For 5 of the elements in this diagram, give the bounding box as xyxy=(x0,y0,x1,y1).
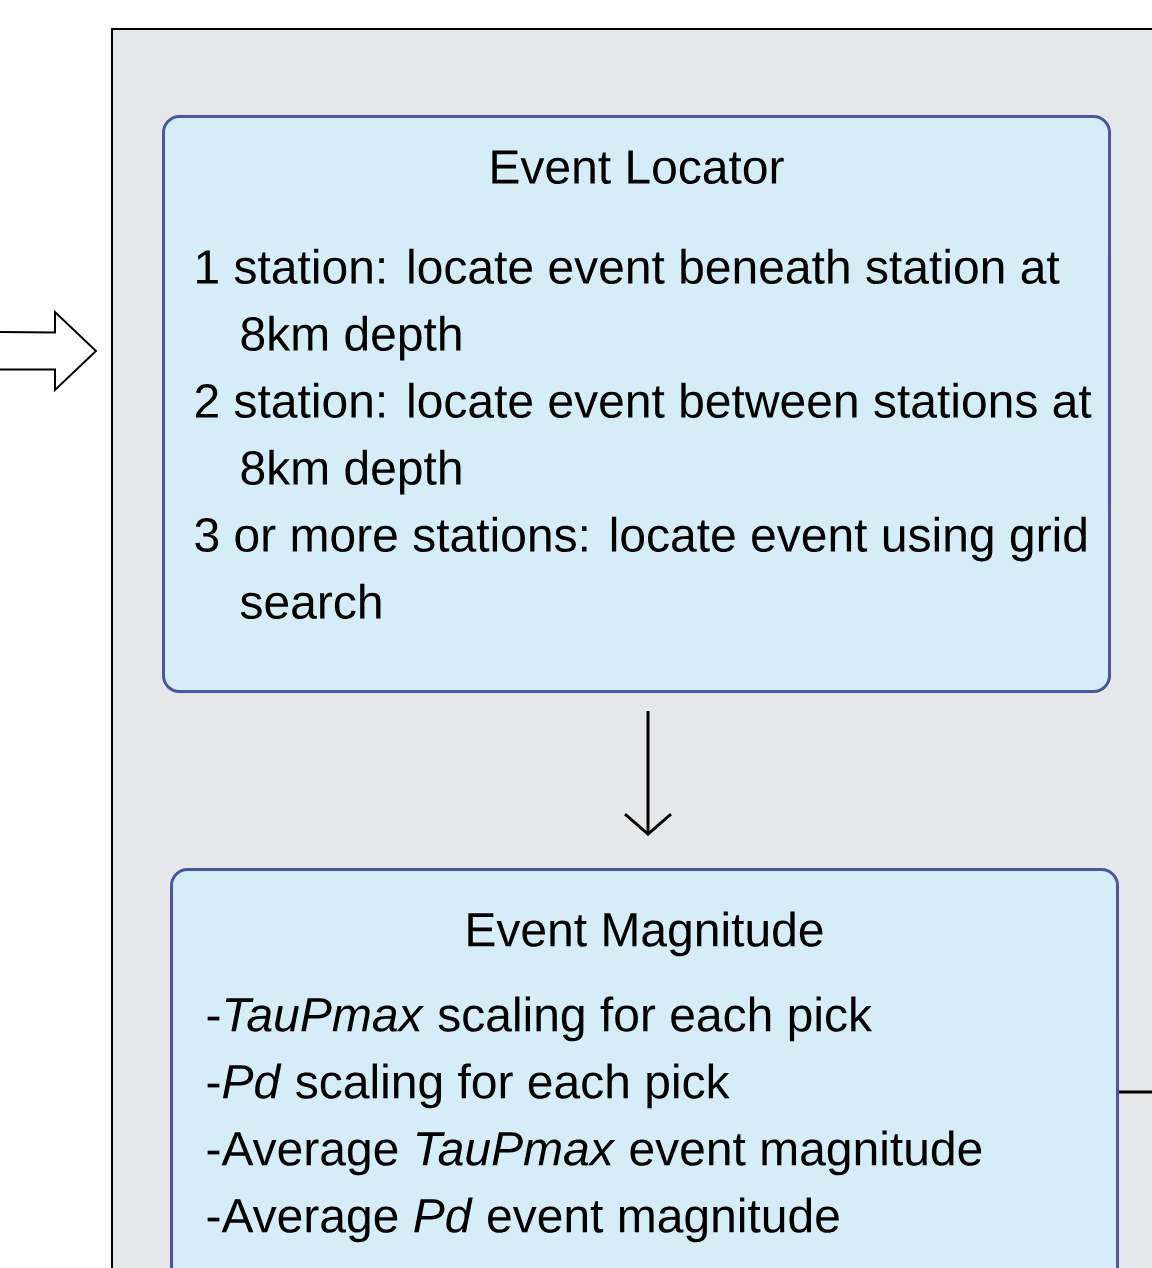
process-box: Event Magnitude -TauPmax scaling for each pick -Pd scaling for each pick -Average TauPmax event magnitude -Average Pd event magnitude xyxy=(170,868,1119,1268)
arrow xyxy=(624,711,672,836)
process-box: Event Locator 1 station: locate event beneath station at 8km depth 2 station: locate event between stations at 8km depth 3 or more stations: locate event using grid search xyxy=(162,115,1111,693)
block-arrow xyxy=(0,309,98,393)
connector-line xyxy=(1119,1090,1152,1094)
